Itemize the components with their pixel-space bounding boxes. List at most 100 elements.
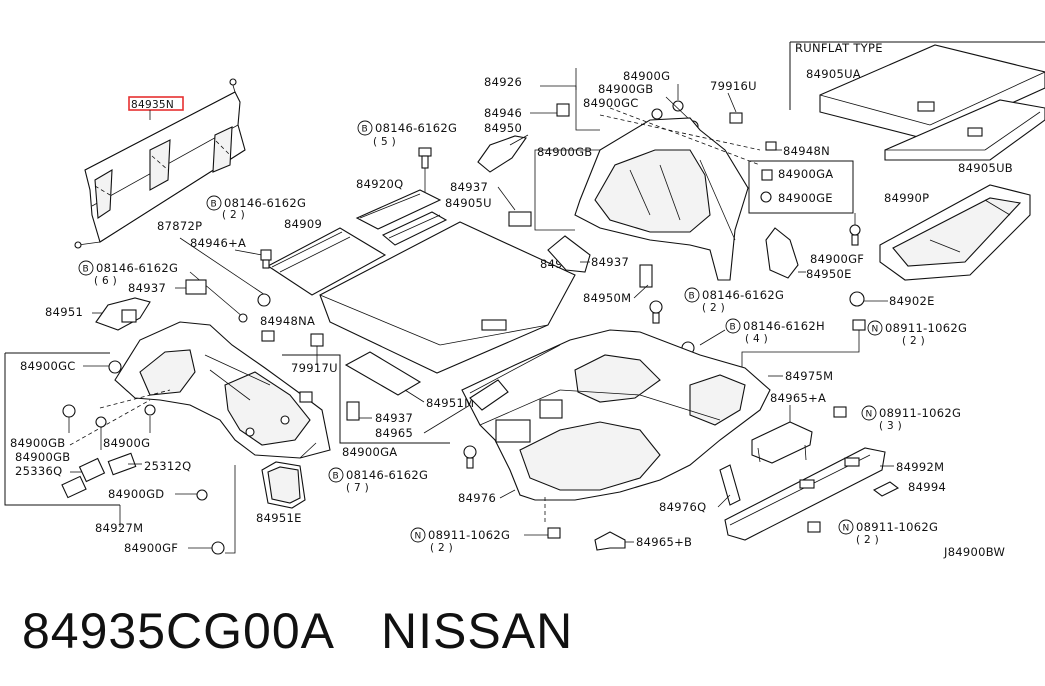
clip-icon (62, 360, 313, 555)
label-25336Q[interactable]: 25336Q (15, 464, 62, 478)
label-84976[interactable]: 84976 (458, 491, 496, 505)
clip-84902E[interactable]: 84902E (849, 291, 935, 308)
label-84992M[interactable]: 84992M (896, 460, 944, 474)
label-84900GA-b[interactable]: 84900GA (342, 445, 397, 459)
label-84900GF-l[interactable]: 84900GF (124, 541, 178, 555)
label-84965A-r[interactable]: 84965+A (770, 391, 826, 405)
clip-icon (260, 249, 272, 269)
label-84951[interactable]: 84951 (45, 305, 83, 319)
label-84990P[interactable]: 84990P (884, 191, 929, 205)
label-84937-mid[interactable]: 84937 (450, 180, 488, 194)
label-84948N-r[interactable]: 84948N (783, 144, 830, 158)
board-84920Q[interactable] (355, 189, 442, 230)
label-84902E[interactable]: 84902E (889, 294, 935, 308)
label-84937-c2[interactable]: 84937 (591, 255, 629, 269)
label-84994[interactable]: 84994 (908, 480, 946, 494)
nut-08911-1062G-2b[interactable]: N 08911-1062G ( 2 ) (410, 527, 561, 554)
label-84900GC-l[interactable]: 84900GC (20, 359, 76, 373)
bracket-84965[interactable] (469, 379, 509, 411)
clip-icon (849, 224, 861, 246)
label-84951E[interactable]: 84951E (256, 511, 302, 525)
clip-84937[interactable] (508, 211, 532, 227)
label-84909[interactable]: 84909 (284, 217, 322, 231)
bracket-84965A[interactable] (751, 421, 813, 464)
label-79916U[interactable]: 79916U (710, 79, 757, 93)
board-84905UA[interactable] (819, 44, 1045, 141)
label-84975M[interactable]: 84975M (785, 369, 833, 383)
clip-84937-left[interactable] (185, 279, 207, 295)
label-bolt-code: 08146-6162G (96, 261, 178, 275)
bolt-08146-6162G-6[interactable]: B 08146-6162G ( 6 ) (78, 260, 178, 287)
cargo-net-84935N[interactable]: 84935N (74, 78, 246, 249)
label-bolt-code: 08146-6162G (702, 288, 784, 302)
clip-84994[interactable] (872, 481, 900, 497)
label-87872P[interactable]: 87872P (157, 219, 202, 233)
bolt-08146-6162G-7[interactable]: B 08146-6162G ( 7 ) (328, 467, 428, 494)
label-84900G-top[interactable]: 84900G (623, 69, 670, 83)
socket-25312Q[interactable] (107, 452, 142, 476)
label-84900GB-top[interactable]: 84900GB (598, 82, 653, 96)
label-84946A-l[interactable]: 84946+A (190, 236, 246, 250)
cover-84950E[interactable] (765, 227, 799, 279)
label-84948NA[interactable]: 84948NA (260, 314, 315, 328)
nut-08911-1062G-3[interactable]: N 08911-1062G ( 3 ) (833, 405, 961, 432)
tray-inner (892, 197, 1022, 267)
board-84920-strip[interactable] (381, 211, 448, 246)
svg-text:N: N (866, 410, 873, 420)
clip-84937-box[interactable] (346, 401, 360, 421)
label-84951M[interactable]: 84951M (426, 396, 474, 410)
sill-84992M[interactable] (724, 447, 886, 541)
bolt-08146-6162G-5[interactable]: B 08146-6162G ( 5 ) (357, 120, 457, 148)
label-84950[interactable]: 84950 (484, 121, 522, 135)
svg-text:N: N (872, 325, 879, 335)
label-84900G-l[interactable]: 84900G (103, 436, 150, 450)
label-84905UA[interactable]: 84905UA (806, 67, 861, 81)
label-84965[interactable]: 84965 (375, 426, 413, 440)
label-84900GD[interactable]: 84900GD (108, 487, 164, 501)
board-handle-icon (967, 127, 983, 137)
bracket-84965B[interactable] (594, 531, 626, 551)
cover-84950[interactable] (477, 135, 527, 173)
board-84909[interactable] (266, 227, 387, 296)
label-84976Q[interactable]: 84976Q (659, 500, 706, 514)
label-84900GE[interactable]: 84900GE (778, 191, 833, 205)
label-84950M[interactable]: 84950M (583, 291, 631, 305)
nut-08911-1062G-2c[interactable]: N 08911-1062G ( 2 ) (807, 519, 938, 546)
label-84935N[interactable]: 84935N (131, 99, 174, 111)
label-84937-box[interactable]: 84937 (375, 411, 413, 425)
lid-84951E[interactable] (261, 461, 306, 509)
socket-25336Q[interactable] (61, 457, 106, 499)
panel-84937[interactable] (547, 235, 591, 273)
label-84905UB[interactable]: 84905UB (958, 161, 1013, 175)
label-25312Q[interactable]: 25312Q (144, 459, 191, 473)
label-84900GA-r[interactable]: 84900GA (778, 167, 833, 181)
label-79917U[interactable]: 79917U (291, 361, 338, 375)
label-84905U[interactable]: 84905U (445, 196, 492, 210)
bolt-08146-6162G-2a[interactable]: B 08146-6162G ( 2 ) (206, 195, 306, 221)
floor-pan-84975M[interactable] (461, 329, 771, 525)
svg-text:B: B (83, 265, 89, 275)
bolt-08146-6162H-4[interactable]: B 08146-6162H ( 4 ) (725, 318, 825, 345)
label-84950E[interactable]: 84950E (806, 267, 852, 281)
label-84946[interactable]: 84946 (484, 106, 522, 120)
board-84905UB[interactable] (884, 99, 1045, 161)
label-84927M[interactable]: 84927M (95, 521, 143, 535)
label-84900GF-r[interactable]: 84900GF (810, 252, 864, 266)
nut-08911-1062G-2a[interactable]: N 08911-1062G ( 2 ) (852, 319, 967, 347)
bolt-08146-6162G-2b[interactable]: B 08146-6162G ( 2 ) (684, 287, 784, 314)
label-84900GC-top[interactable]: 84900GC (583, 96, 639, 110)
label-84965B[interactable]: 84965+B (636, 535, 692, 549)
clip-84946[interactable] (556, 103, 570, 117)
clip-icon (639, 264, 653, 288)
label-84937-left[interactable]: 84937 (128, 281, 166, 295)
strip-84951M[interactable] (344, 351, 422, 396)
label-84900GB-l[interactable]: 84900GB (10, 436, 65, 450)
clip-84948NA[interactable] (261, 330, 275, 342)
bracket-84976Q[interactable] (719, 464, 741, 506)
label-84920Q[interactable]: 84920Q (356, 177, 403, 191)
side-trim-84927M[interactable] (69, 321, 331, 459)
label-84926[interactable]: 84926 (484, 75, 522, 89)
label-84900GB-mid[interactable]: 84900GB (537, 145, 592, 159)
label-bolt-qty: ( 2 ) (702, 302, 725, 314)
label-84900GB-l2[interactable]: 84900GB (15, 450, 70, 464)
